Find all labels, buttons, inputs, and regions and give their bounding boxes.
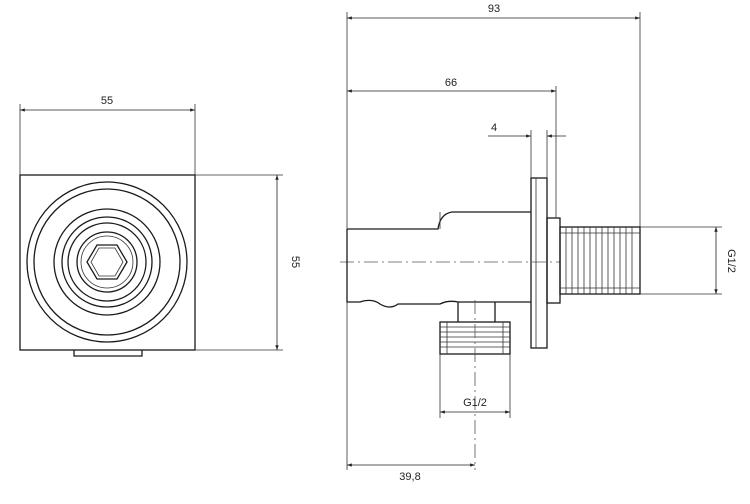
hex-socket-inner	[90, 247, 124, 277]
front-ring-4	[61, 216, 153, 308]
side-view: 93 66 4 G1/2 G1/2 39,8	[340, 3, 737, 483]
front-outer-ring	[26, 181, 188, 343]
right-thread-dim-label: G1/2	[725, 249, 737, 273]
outlet-offset-dim-label: 39,8	[399, 471, 420, 483]
front-ring-3	[53, 208, 161, 316]
front-ring-2	[33, 188, 181, 336]
hex-socket-icon	[86, 244, 128, 280]
side-nut	[546, 217, 561, 304]
front-outlet-tab	[73, 350, 143, 357]
front-view: 55 55	[19, 95, 301, 357]
front-ring-5	[67, 222, 147, 302]
front-thread-circle	[76, 231, 138, 293]
front-width-dim-label: 55	[101, 95, 113, 107]
bottom-outlet	[439, 300, 511, 470]
front-height-dim-label: 55	[289, 256, 301, 268]
front-thread-inner	[80, 235, 134, 289]
right-thread	[559, 226, 641, 295]
bottom-thread-dim-label: G1/2	[463, 397, 487, 409]
body-length-dim-label: 66	[445, 77, 457, 89]
side-body-outline	[346, 211, 531, 308]
front-square-outline	[19, 174, 196, 351]
flange-thickness-dim-label: 4	[491, 122, 497, 134]
side-flange	[530, 177, 548, 349]
overall-length-dim-label: 93	[488, 3, 500, 15]
